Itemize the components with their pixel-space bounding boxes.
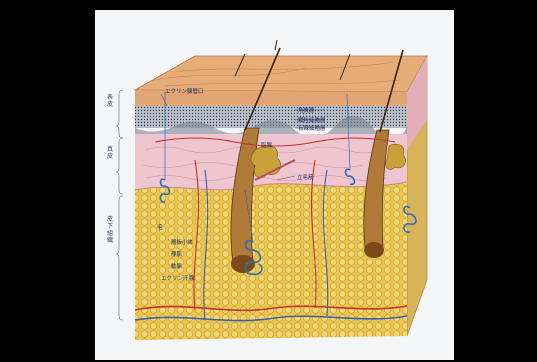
label-pacinian: 層板小体 [171,238,193,246]
label-arrector-pili: 立毛筋 [297,173,314,181]
label-stratum-spinosum: 有棘細胞層 [298,124,326,132]
label-eccrine-duct: エクリン腺管口 [165,87,204,95]
label-eccrine-gland: エクリン汗腺 [161,274,194,282]
slide: 表皮 真皮 皮下組織 エクリン腺管口 角質層 顆粒細胞層 有棘細胞層 脂腺 立毛… [95,10,454,360]
sebaceous-gland-right [386,144,406,169]
skin-cross-section-illustration [95,10,454,360]
sebaceous-gland-left [251,146,280,178]
label-stratum-granulosum: 顆粒細胞層 [298,116,326,124]
label-dermis: 真皮 [105,146,115,160]
label-epidermis: 表皮 [105,94,115,108]
label-stratum-corneum: 角質層 [298,106,315,114]
label-artery: 動脈 [171,262,182,270]
label-hair: 毛 [157,223,163,231]
label-subcutis: 皮下組織 [105,216,115,244]
label-vein: 静脈 [171,250,182,258]
label-sebaceous-gland: 脂腺 [261,141,272,149]
